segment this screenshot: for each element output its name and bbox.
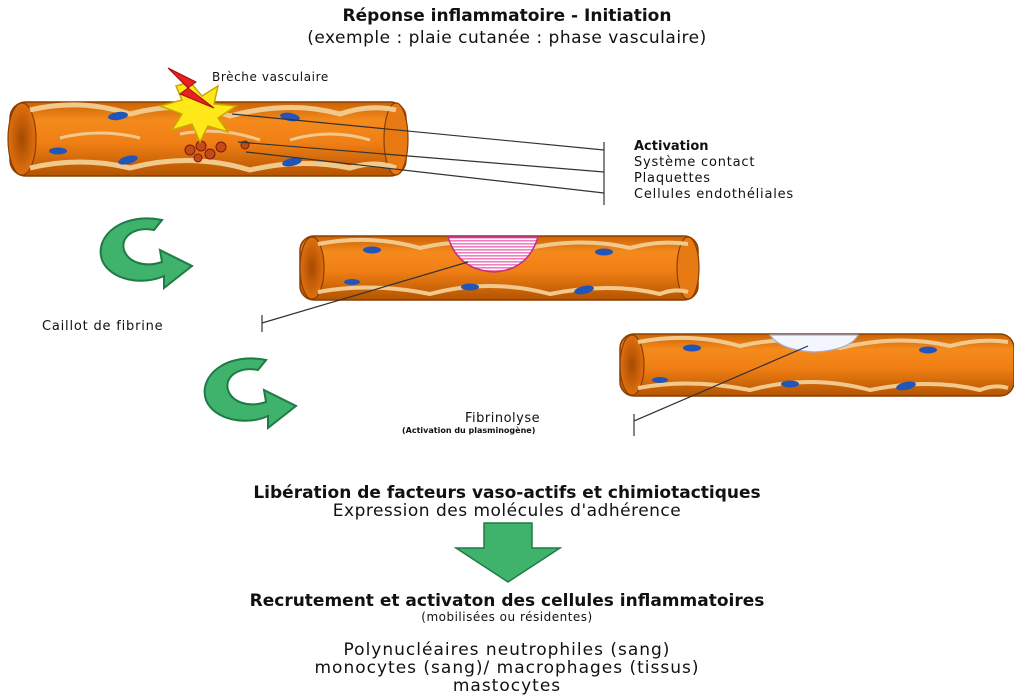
activation-item: Plaquettes	[634, 171, 711, 186]
down-arrow-icon	[456, 523, 560, 582]
green-curved-arrow-icon	[101, 218, 192, 288]
vessel-bottom	[620, 334, 1014, 396]
recrutement-heading: Recrutement et activaton des cellules in…	[0, 591, 1014, 611]
liberation-heading: Libération de facteurs vaso-actifs et ch…	[0, 483, 1014, 503]
fibrinolyse-label: Fibrinolyse	[465, 411, 540, 426]
activation-title: Activation	[634, 139, 709, 154]
vessel-middle	[300, 236, 699, 300]
expression-text: Expression des molécules d'adhérence	[0, 501, 1014, 521]
mobilisees-text: (mobilisées ou résidentes)	[0, 610, 1014, 624]
fibrinolyse-sublabel: (Activation du plasminogène)	[402, 426, 535, 435]
green-curved-arrow-icon	[205, 358, 296, 428]
page-subtitle: (exemple : plaie cutanée : phase vascula…	[0, 28, 1014, 48]
activation-item: Système contact	[634, 155, 755, 170]
cell-type-item: mastocytes	[0, 676, 1014, 696]
page-title: Réponse inflammatoire - Initiation	[0, 6, 1014, 26]
cell-type-item: Polynucléaires neutrophiles (sang)	[0, 640, 1014, 660]
activation-item: Cellules endothéliales	[634, 187, 794, 202]
caillot-label: Caillot de fibrine	[42, 319, 163, 334]
breche-label: Brèche vasculaire	[212, 70, 329, 84]
cell-type-item: monocytes (sang)/ macrophages (tissus)	[0, 658, 1014, 678]
